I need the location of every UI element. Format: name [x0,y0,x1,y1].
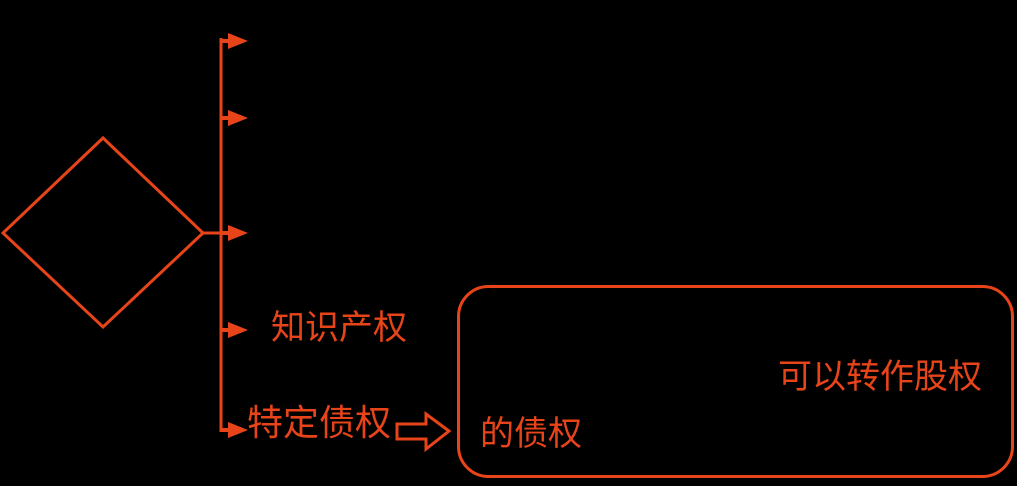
decision-diamond[interactable] [0,135,206,330]
branch-arrow-3-icon [221,225,248,241]
label-convertible-to-equity: 可以转作股权 [778,357,982,397]
block-arrow-right-icon [395,411,452,453]
branch-arrow-2-icon [221,110,248,126]
outcome-rounded-box[interactable] [457,285,1014,478]
label-the-claim: 的债权 [480,414,582,454]
branch-arrow-5-icon [221,422,248,438]
branch-arrow-1-icon [221,33,248,49]
label-specific-claim: 特定债权 [247,403,392,444]
branch-arrow-4-icon [221,322,248,338]
label-intellectual-property: 知识产权 [271,308,407,348]
